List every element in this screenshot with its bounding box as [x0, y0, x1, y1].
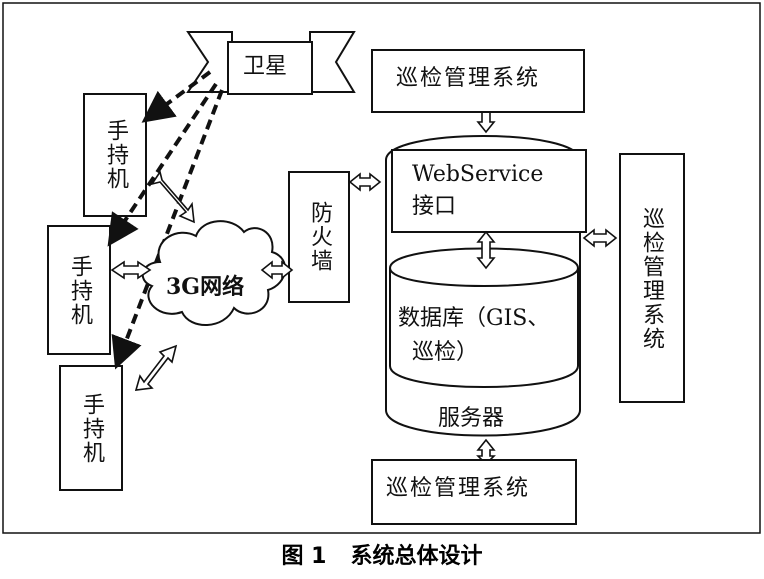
- sat-link-3: [111, 89, 224, 370]
- arrow-h2-cloud: [110, 260, 152, 280]
- handset-3-box: [59, 365, 123, 491]
- mgmt-right-label: 巡检管理系统: [639, 207, 664, 351]
- database-label-line1: 数据库（GIS、: [398, 306, 550, 331]
- arrow-ws-db: [476, 230, 496, 270]
- arrow-cloud-firewall: [260, 260, 294, 280]
- arrow-h1-cloud: [150, 170, 195, 224]
- satellite-box: [227, 41, 313, 95]
- arrow-firewall-server: [348, 172, 382, 192]
- arrow-h3-cloud: [134, 344, 178, 391]
- outer-frame: [2, 2, 761, 534]
- database-top-rim: [389, 267, 579, 287]
- database-label-line2: 巡检）: [412, 340, 479, 365]
- firewall-label: 防火墙: [307, 201, 332, 273]
- network-label: 3G网络: [166, 274, 245, 300]
- handset-1-label: 手持机: [103, 119, 128, 191]
- mgmt-top-box: [371, 49, 585, 113]
- handset-network-arrows: [110, 170, 195, 391]
- handset-2-label: 手持机: [67, 255, 92, 327]
- mgmt-top-label: 巡检管理系统: [396, 66, 541, 91]
- handset-2-box: [47, 225, 111, 355]
- handset-3-label: 手持机: [79, 393, 104, 465]
- firewall-box: [288, 171, 350, 303]
- figure-title: 系统总体设计: [350, 544, 483, 569]
- network-cloud: [141, 220, 287, 326]
- webservice-label-line1: WebService: [412, 162, 544, 187]
- server-label: 服务器: [438, 406, 505, 431]
- handset-1-box: [83, 93, 147, 217]
- figure-caption: 图 1 系统总体设计: [0, 538, 764, 570]
- mgmt-right-box: [619, 153, 685, 403]
- satellite-right-wing: [309, 31, 356, 93]
- mgmt-bottom-label: 巡检管理系统: [386, 476, 531, 501]
- webservice-label-line2: 接口: [412, 194, 457, 219]
- mgmt-bottom-box: [371, 459, 577, 525]
- satellite-label: 卫星: [243, 54, 288, 79]
- figure-number: 图 1: [281, 544, 327, 569]
- sat-link-1: [141, 70, 212, 123]
- webservice-box: [391, 149, 587, 233]
- arrow-server-mgmt-right: [582, 228, 618, 248]
